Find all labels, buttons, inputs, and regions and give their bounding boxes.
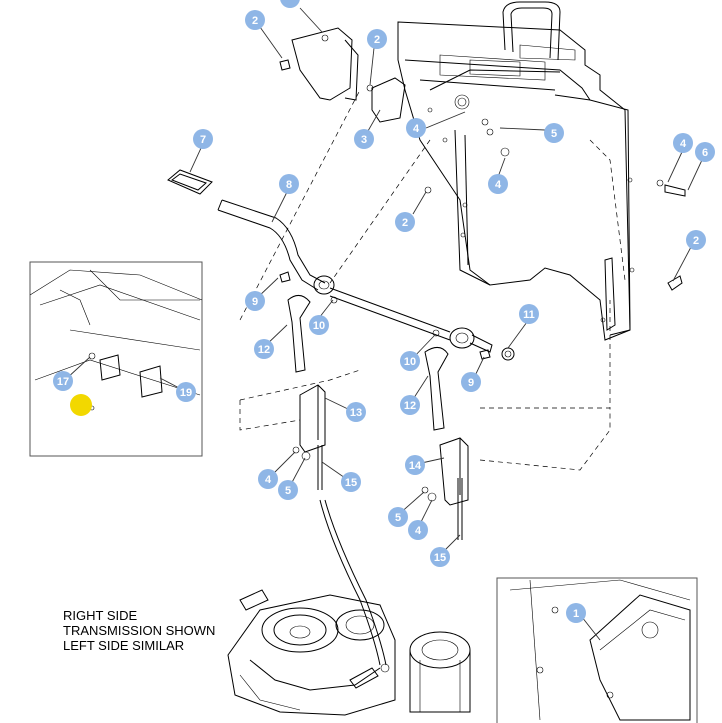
callout-2a: 2	[245, 10, 265, 30]
svg-text:13: 13	[350, 407, 362, 419]
svg-text:15: 15	[434, 552, 446, 564]
note-line-3: LEFT SIDE SIMILAR	[63, 638, 184, 653]
callout-17: 17	[53, 371, 73, 391]
callout-11: 11	[519, 304, 539, 324]
callout-3: 3	[354, 129, 374, 149]
note-line-2: TRANSMISSION SHOWN	[63, 623, 215, 638]
phantom-lines	[239, 89, 626, 471]
svg-text:15: 15	[345, 477, 357, 489]
callout-10b: 10	[400, 351, 420, 371]
transmission	[227, 589, 471, 716]
svg-text:4: 4	[415, 525, 422, 537]
svg-text:2: 2	[693, 235, 699, 247]
callout-1: 1	[566, 603, 586, 623]
callout-4c: 4	[673, 133, 693, 153]
callout-badge-partial	[280, 0, 300, 8]
callout-9b: 9	[461, 372, 481, 392]
callout-2b: 2	[367, 29, 387, 49]
cross-shaft	[329, 287, 515, 361]
control-arms	[279, 271, 491, 431]
svg-text:17: 17	[57, 376, 69, 388]
svg-text:14: 14	[409, 460, 422, 472]
callout-6: 6	[695, 142, 715, 162]
callout-5c: 5	[388, 507, 408, 527]
svg-text:5: 5	[395, 512, 401, 524]
cable-brackets	[292, 118, 686, 666]
callout-7: 7	[193, 129, 213, 149]
callout-15b: 15	[430, 547, 450, 567]
svg-text:8: 8	[286, 179, 292, 191]
svg-text:10: 10	[313, 320, 325, 332]
callout-14: 14	[405, 455, 425, 475]
svg-text:12: 12	[404, 400, 416, 412]
callout-12a: 12	[254, 339, 274, 359]
callout-2d: 2	[686, 230, 706, 250]
svg-text:7: 7	[200, 134, 206, 146]
callout-4e: 4	[408, 520, 428, 540]
callout-10a: 10	[309, 315, 329, 335]
callout-13: 13	[346, 402, 366, 422]
svg-text:3: 3	[361, 134, 367, 146]
callout-12b: 12	[400, 395, 420, 415]
svg-text:11: 11	[523, 309, 535, 321]
callout-8: 8	[279, 174, 299, 194]
callout-4d: 4	[258, 469, 278, 489]
svg-text:6: 6	[702, 147, 708, 159]
svg-text:2: 2	[252, 15, 258, 27]
svg-text:1: 1	[573, 608, 579, 620]
shift-lever	[167, 169, 335, 295]
svg-text:9: 9	[252, 296, 258, 308]
svg-text:5: 5	[551, 128, 557, 140]
callout-9a: 9	[245, 291, 265, 311]
callout-4b: 4	[488, 174, 508, 194]
svg-text:12: 12	[258, 344, 270, 356]
svg-text:2: 2	[402, 217, 408, 229]
svg-text:9: 9	[468, 377, 474, 389]
highlight-marker	[70, 394, 92, 416]
callout-5b: 5	[278, 480, 298, 500]
left-inset	[29, 261, 203, 457]
right-inset	[496, 577, 698, 723]
callout-4a: 4	[406, 118, 426, 138]
svg-text:19: 19	[180, 387, 192, 399]
callouts: 2 2 3 4 5 4 4 6 7 8 2 2 9 10 12 11 10 9 …	[53, 0, 715, 623]
callout-2c: 2	[395, 212, 415, 232]
callout-15a: 15	[341, 472, 361, 492]
callout-5a: 5	[544, 123, 564, 143]
svg-text:2: 2	[374, 34, 380, 46]
svg-text:4: 4	[495, 179, 502, 191]
callout-19: 19	[176, 382, 196, 402]
svg-text:10: 10	[404, 356, 416, 368]
svg-text:5: 5	[285, 485, 291, 497]
svg-text:4: 4	[265, 474, 272, 486]
svg-text:4: 4	[680, 138, 687, 150]
note-text: RIGHT SIDE TRANSMISSION SHOWN LEFT SIDE …	[63, 608, 215, 653]
note-line-1: RIGHT SIDE	[63, 608, 137, 623]
frame-bracket	[397, 1, 635, 341]
svg-text:4: 4	[413, 123, 420, 135]
